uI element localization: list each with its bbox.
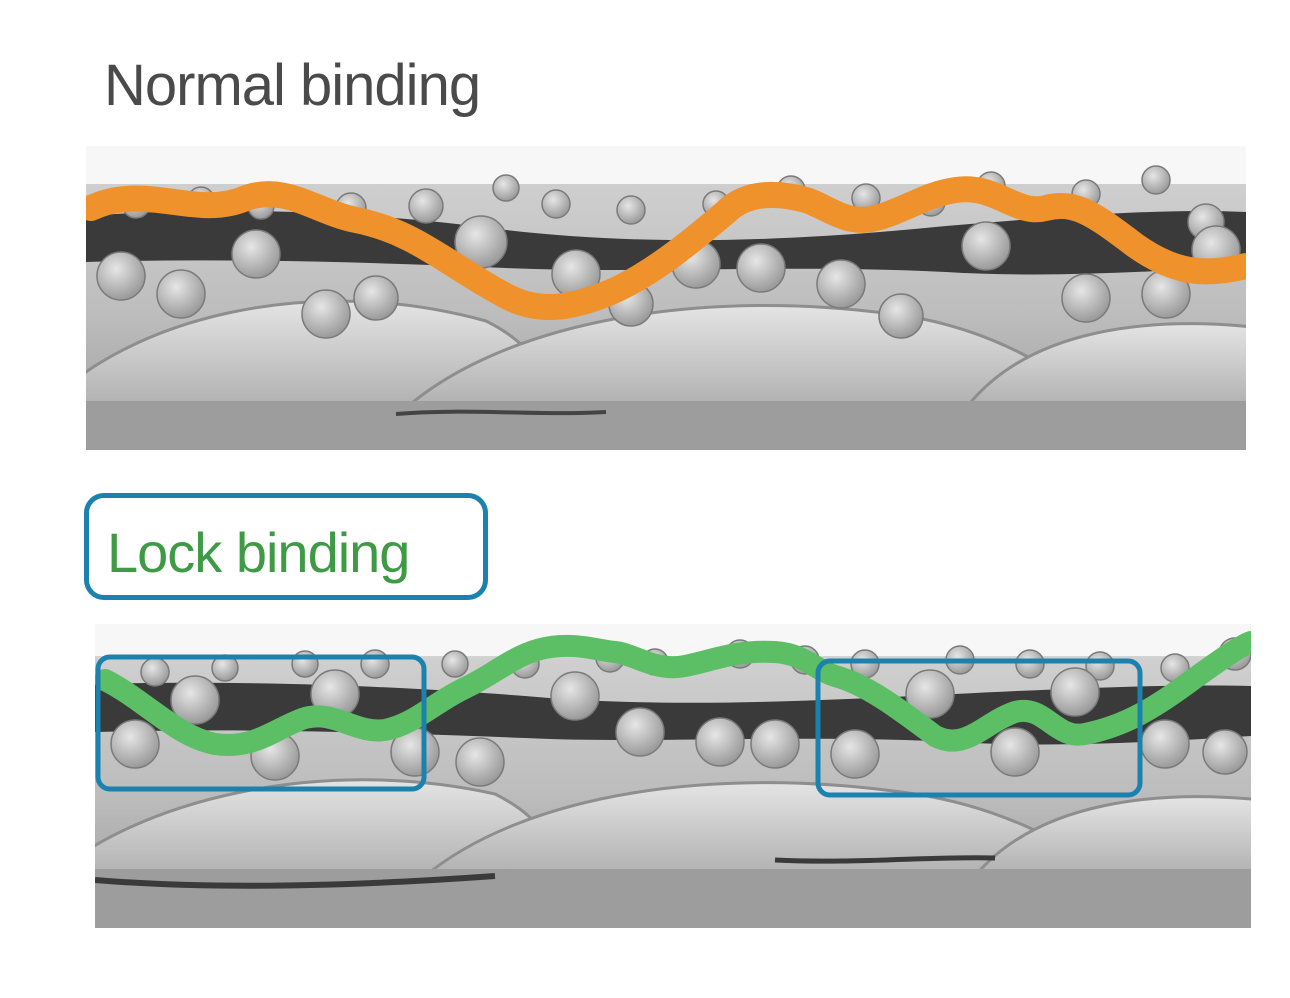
fiber-cross-section xyxy=(96,251,146,301)
fiber-cross-section xyxy=(441,650,469,678)
fiber-cross-section xyxy=(492,174,520,202)
fiber-cross-section xyxy=(353,275,399,321)
fiber-cross-section xyxy=(1061,273,1111,323)
fiber-cross-section xyxy=(156,269,206,319)
fiber-cross-section xyxy=(1140,719,1190,769)
fiber-cross-section xyxy=(830,729,880,779)
normal-binding-title: Normal binding xyxy=(104,53,481,118)
fiber-cross-section xyxy=(695,717,745,767)
fiber-cross-section xyxy=(961,221,1011,271)
fiber-cross-section xyxy=(408,188,444,224)
fabric-base-crack xyxy=(774,855,996,864)
warp-tow-right xyxy=(962,322,1246,410)
lock-region-highlight-right xyxy=(815,658,1143,798)
fiber-cross-section xyxy=(301,289,351,339)
lock-binding-title: Lock binding xyxy=(107,521,410,584)
fiber-cross-section xyxy=(1015,649,1045,679)
fabric-top-haze xyxy=(86,146,1246,184)
lock-binding-illustration xyxy=(95,624,1251,928)
fiber-cross-section xyxy=(990,727,1040,777)
fabric-base-crack xyxy=(95,873,496,889)
lock-region-highlight-left xyxy=(95,654,427,792)
lock-binding-title-box: Lock binding xyxy=(84,493,488,600)
normal-binding-yarn xyxy=(86,176,1246,321)
fiber-cross-section xyxy=(736,243,786,293)
lock-binding-micrograph xyxy=(95,624,1251,928)
fiber-cross-section xyxy=(615,707,665,757)
fiber-cross-section xyxy=(1050,667,1100,717)
fiber-cross-section xyxy=(1141,165,1171,195)
fiber-cross-section xyxy=(750,719,800,769)
fabric-base-crack xyxy=(395,409,607,416)
fiber-cross-section xyxy=(360,649,390,679)
fiber-cross-section xyxy=(231,229,281,279)
fiber-cross-section xyxy=(541,189,571,219)
fiber-cross-section xyxy=(1202,729,1248,775)
warp-tow-right xyxy=(971,795,1251,878)
fiber-cross-section xyxy=(550,671,600,721)
fiber-cross-section xyxy=(170,675,220,725)
normal-binding-micrograph xyxy=(86,146,1246,450)
lock-binding-yarn xyxy=(95,631,1251,756)
fiber-cross-section xyxy=(878,293,924,339)
normal-binding-illustration xyxy=(86,146,1246,450)
fabric-base-layer xyxy=(86,401,1246,450)
fiber-cross-section xyxy=(616,195,646,225)
fiber-cross-section xyxy=(905,669,955,719)
fiber-cross-section xyxy=(816,259,866,309)
fabric-top-haze xyxy=(95,624,1251,656)
fiber-cross-section xyxy=(455,737,505,787)
fiber-cross-section xyxy=(140,657,170,687)
fiber-cross-section xyxy=(110,719,160,769)
fabric-base-layer xyxy=(95,869,1251,928)
